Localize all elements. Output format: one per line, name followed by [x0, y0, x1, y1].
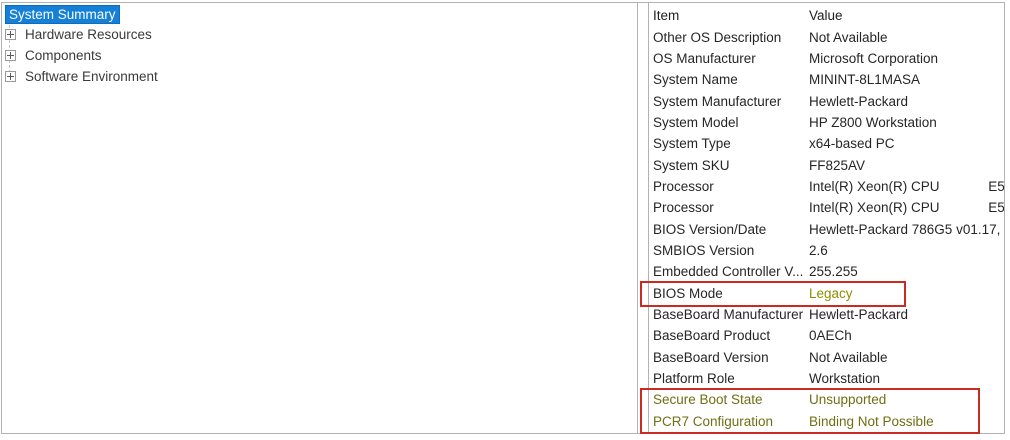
item-cell: System Manufacturer [653, 93, 782, 109]
value-cell: HP Z800 Workstation [809, 114, 937, 130]
column-header-row[interactable]: Item Value [650, 5, 1004, 26]
item-cell: OS Manufacturer [653, 50, 756, 66]
value-cell: Intel(R) Xeon(R) CPU E5506 [809, 200, 1004, 216]
value-cell: MININT-8L1MASA [809, 72, 921, 88]
expand-plus-icon[interactable] [5, 49, 16, 61]
table-row-os-manufacturer[interactable]: OS Manufacturer Microsoft Corporation [650, 48, 1004, 69]
table-row-baseboard-manufacturer[interactable]: BaseBoard Manufacturer Hewlett-Packard [650, 304, 1004, 325]
table-row-system-model[interactable]: System Model HP Z800 Workstation [650, 112, 1004, 133]
item-cell: System Model [653, 114, 739, 130]
table-row-smbios-version[interactable]: SMBIOS Version 2.6 [650, 240, 1004, 261]
value-cell: FF825AV [809, 157, 866, 173]
sidebar-item-label: Software Environment [25, 68, 158, 84]
table-row-system-type[interactable]: System Type x64-based PC [650, 133, 1004, 154]
sidebar-item-label: Hardware Resources [25, 27, 152, 43]
item-cell: BIOS Version/Date [653, 221, 767, 237]
item-cell: Platform Role [653, 371, 735, 387]
item-cell: BaseBoard Version [653, 349, 769, 365]
item-cell: Secure Boot State [653, 392, 763, 408]
item-cell: BIOS Mode [653, 285, 723, 301]
value-cell: Intel(R) Xeon(R) CPU E5506 [809, 178, 1004, 194]
value-cell: Hewlett-Packard [809, 306, 909, 322]
table-row-processor[interactable]: Processor Intel(R) Xeon(R) CPU E5506 [650, 197, 1004, 218]
sidebar-item-components[interactable]: Components [2, 45, 637, 66]
item-cell: Embedded Controller V... [653, 264, 804, 280]
item-cell: Processor [653, 178, 714, 194]
table-row-embedded-controller-v[interactable]: Embedded Controller V... 255.255 [650, 261, 1004, 282]
sidebar-item-label: Components [25, 47, 102, 63]
item-cell: BaseBoard Product [653, 328, 771, 344]
item-cell: BaseBoard Manufacturer [653, 306, 804, 322]
value-cell: Hewlett-Packard [809, 93, 909, 109]
value-column-header: Value [809, 8, 843, 24]
item-cell: System SKU [653, 157, 730, 173]
value-cell: Not Available [809, 349, 888, 365]
table-row-system-sku[interactable]: System SKU FF825AV [650, 154, 1004, 175]
table-row-other-os-description[interactable]: Other OS Description Not Available [650, 26, 1004, 47]
value-cell: x64-based PC [809, 136, 895, 152]
table-row-processor[interactable]: Processor Intel(R) Xeon(R) CPU E5506 [650, 176, 1004, 197]
table-row-baseboard-product[interactable]: BaseBoard Product 0AECh [650, 325, 1004, 346]
value-cell: 2.6 [809, 242, 828, 258]
table-row-bios-version-date[interactable]: BIOS Version/Date Hewlett-Packard 786G5 v… [650, 218, 1004, 239]
item-cell: SMBIOS Version [653, 242, 755, 258]
sidebar-item-hardware-resources[interactable]: Hardware Resources [2, 25, 637, 46]
value-cell: Unsupported [809, 392, 887, 408]
value-cell: Legacy [809, 285, 853, 301]
item-cell: System Type [653, 136, 731, 152]
item-cell: Other OS Description [653, 29, 782, 45]
table-row-platform-role[interactable]: Platform Role Workstation [650, 368, 1004, 389]
item-cell: Processor [653, 200, 714, 216]
table-row-pcr7-configuration[interactable]: PCR7 Configuration Binding Not Possible [650, 411, 1004, 432]
value-cell: Microsoft Corporation [809, 50, 939, 66]
value-cell: Hewlett-Packard 786G5 v01.17, 8/ [809, 221, 1004, 237]
expand-plus-icon[interactable] [5, 70, 16, 82]
value-cell: Not Available [809, 29, 888, 45]
item-cell: PCR7 Configuration [653, 413, 774, 429]
sidebar-item-label: System Summary [5, 4, 120, 24]
sidebar-item-system-summary[interactable]: System Summary [2, 4, 637, 25]
table-row-system-name[interactable]: System Name MININT-8L1MASA [650, 69, 1004, 90]
value-cell: 0AECh [809, 328, 852, 344]
table-row-bios-mode[interactable]: BIOS Mode Legacy [650, 282, 1004, 303]
expand-plus-icon[interactable] [5, 29, 16, 41]
value-cell: Workstation [809, 371, 881, 387]
item-cell: System Name [653, 72, 738, 88]
value-cell: Binding Not Possible [809, 413, 934, 429]
table-row-secure-boot-state[interactable]: Secure Boot State Unsupported [650, 389, 1004, 410]
value-cell: 255.255 [809, 264, 858, 280]
item-column-header: Item [653, 8, 680, 24]
table-row-system-manufacturer[interactable]: System Manufacturer Hewlett-Packard [650, 90, 1004, 111]
sidebar-item-software-environment[interactable]: Software Environment [2, 66, 637, 87]
table-row-baseboard-version[interactable]: BaseBoard Version Not Available [650, 347, 1004, 368]
